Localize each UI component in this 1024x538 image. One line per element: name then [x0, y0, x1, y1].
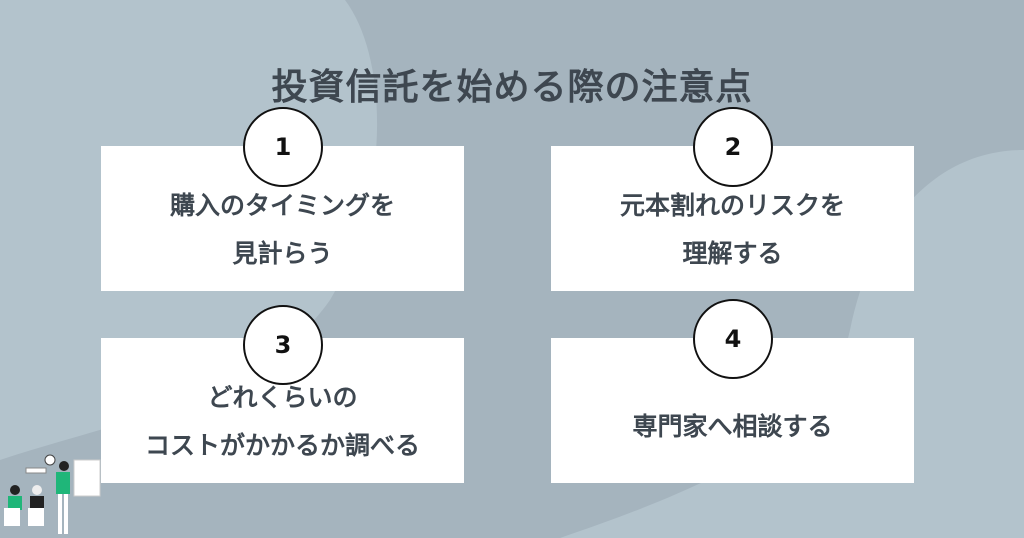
page-title: 投資信託を始める際の注意点 — [271, 67, 753, 108]
presentation-illustration — [4, 454, 101, 534]
number-badge-3: 3 — [243, 305, 323, 385]
card-4-text: 専門家へ相談する — [632, 411, 833, 441]
number-badge-2: 2 — [693, 107, 773, 187]
card-1-text: 購入のタイミングを 見計らう — [169, 190, 395, 268]
number-badge-1: 1 — [243, 107, 323, 187]
number-badge-4: 4 — [693, 299, 773, 379]
card-1: 購入のタイミングを 見計らう — [101, 146, 464, 291]
card-3-text: どれくらいの コストがかかるか調べる — [144, 382, 420, 460]
card-2-text: 元本割れのリスクを 理解する — [619, 190, 845, 268]
